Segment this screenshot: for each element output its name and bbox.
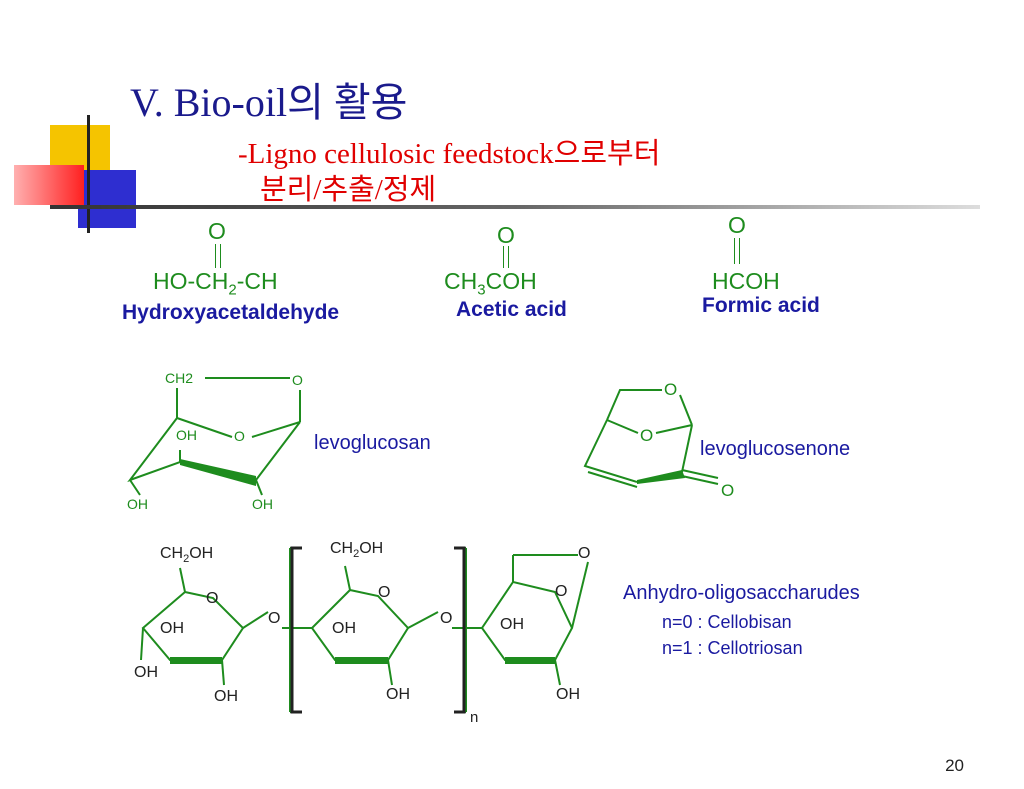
compound-1-formula-prefix: HO-CH <box>153 268 229 294</box>
oligo-n0: n=0 : Cellobisan <box>662 612 792 632</box>
levoglucosan-label-oh-right: OH <box>252 496 273 512</box>
oligo-label-oh-c: OH <box>214 688 238 705</box>
levoglucosenone-label-o-ketone: O <box>721 481 734 500</box>
levoglucosenone-label-o-ring: O <box>640 426 653 445</box>
compound-3-name: Formic acid <box>702 294 820 317</box>
subtitle-line-1: -Ligno cellulosic feedstock으로부터 <box>238 138 661 170</box>
compound-1-carbonyl-o: O <box>208 218 226 244</box>
oligo-label-o-link1: O <box>268 610 281 627</box>
levoglucosan-labels: CH2 O OH O OH OH <box>127 370 303 512</box>
compound-3-carbonyl-o: O <box>728 212 746 238</box>
oligo-label-oh-g: OH <box>556 686 580 703</box>
compound-1-double-bond <box>215 244 221 268</box>
compound-2-carbonyl-o: O <box>497 222 515 248</box>
oligo-labels: n <box>470 709 478 726</box>
compound-2-formula-prefix: CH <box>444 268 478 294</box>
compound-2-formula-sub: 3 <box>477 281 486 299</box>
oligo-wedges <box>170 657 555 664</box>
title-rule <box>50 205 980 209</box>
compound-2-name: Acetic acid <box>456 298 567 321</box>
levoglucosenone-structure <box>583 389 719 488</box>
deco-red-block <box>14 165 84 205</box>
oligo-name: Anhydro-oligosaccharudes <box>623 582 860 604</box>
levoglucosan-wedge <box>180 459 256 486</box>
levoglucosan-label-o-bridge: O <box>292 372 303 388</box>
levoglucosan-name: levoglucosan <box>314 432 431 454</box>
oligo-label-o-bridge-top: O <box>578 545 591 562</box>
subtitle-line-2: 분리/추출/정제 <box>260 174 437 206</box>
oligo-label-ch2oh-1: CH2OH <box>160 545 214 566</box>
levoglucosan-label-ch2: CH2 <box>165 370 193 386</box>
compound-3-double-bond <box>734 238 740 264</box>
oligo-brackets <box>290 546 466 714</box>
oligo-label-oh-b: OH <box>134 664 158 681</box>
levoglucosenone-wedge <box>637 470 685 484</box>
levoglucosan-label-oh-center: OH <box>176 427 197 443</box>
levoglucosan-label-o-ring: O <box>234 428 245 444</box>
oligo-label-ch2oh-2: CH2OH <box>330 540 384 561</box>
oligo-label-o-ring2: O <box>378 584 391 601</box>
oligo-label-oh-f: OH <box>500 616 524 633</box>
compound-1-formula-sub: 2 <box>228 281 237 299</box>
levoglucosenone-name: levoglucosenone <box>700 438 851 460</box>
compound-3-formula: HCOH <box>712 268 780 294</box>
compound-2-formula-suffix: COH <box>485 268 537 294</box>
oligo-label-o-ring3: O <box>555 583 568 600</box>
oligo-label-o-ring1: O <box>206 590 219 607</box>
oligo-label-o-link2: O <box>440 610 453 627</box>
oligo-n1: n=1 : Cellotriosan <box>662 638 803 658</box>
compound-1-formula: HO-CH2-CH <box>153 268 278 299</box>
oligo-label-oh-a: OH <box>160 620 184 637</box>
deco-vertical-line <box>87 115 90 233</box>
compound-1-name: Hydroxyacetaldehyde <box>122 301 340 324</box>
oligo-label-oh-d: OH <box>332 620 356 637</box>
levoglucosan-structure <box>127 377 301 496</box>
page-title: V. Bio-oil의 활용 <box>130 80 408 125</box>
page-number: 20 <box>945 756 964 775</box>
levoglucosenone-labels: O O O <box>640 380 734 500</box>
oligo-subscript-n: n <box>470 709 478 726</box>
levoglucosan-label-oh-left: OH <box>127 496 148 512</box>
levoglucosenone-label-o-bridge: O <box>664 380 677 399</box>
oligo-label-oh-e: OH <box>386 686 410 703</box>
compound-2-double-bond <box>503 246 509 268</box>
compound-2-formula: CH3COH <box>444 268 537 299</box>
compound-1-formula-suffix: -CH <box>236 268 278 294</box>
